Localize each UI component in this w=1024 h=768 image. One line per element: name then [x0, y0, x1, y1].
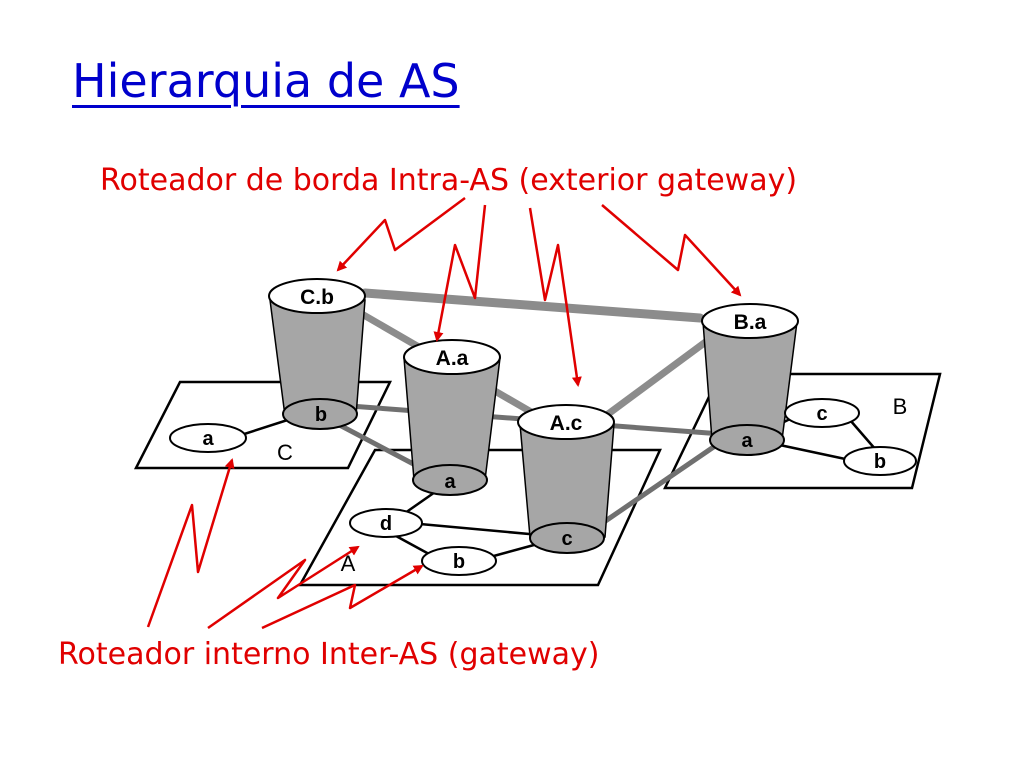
arrow-to-aa	[433, 204, 487, 342]
page-title: Hierarquia de AS	[72, 54, 460, 108]
gateway-ba-label: B.a	[734, 311, 767, 334]
link-cb-ba	[360, 288, 705, 323]
gateway-cb-label: C.b	[300, 286, 334, 309]
router-a-b: b	[421, 546, 497, 576]
gateway-ac: A.c c	[517, 404, 615, 554]
arrow-to-c-a	[146, 458, 235, 628]
router-c-b-label: b	[315, 404, 327, 426]
callout-arrows	[146, 196, 742, 630]
callout-internal-routers: Roteador interno Inter-AS (gateway)	[58, 637, 600, 672]
as-a-label: A	[341, 551, 356, 576]
gateway-aa-label: A.a	[436, 347, 469, 370]
router-a-a-label: a	[444, 471, 456, 493]
as-b-label: B	[893, 394, 908, 419]
callout-border-routers: Roteador de borda Intra-AS (exterior gat…	[100, 163, 798, 198]
router-c-a: a	[169, 423, 247, 453]
router-b-b-label: b	[874, 451, 886, 473]
router-a-b-label: b	[453, 551, 465, 573]
arrow-to-ac	[528, 207, 582, 387]
gateway-cb: C.b b	[268, 278, 366, 430]
router-a-d-label: d	[380, 513, 392, 535]
router-b-c: c	[784, 398, 860, 428]
link-a-d-c	[419, 522, 541, 537]
link-b-c-b	[849, 419, 877, 451]
as-c-label: C	[277, 440, 293, 465]
arrow-to-ba	[601, 204, 742, 297]
arrow-to-a-d	[207, 545, 360, 630]
link-ba-ac	[596, 331, 719, 424]
router-a-c-label: c	[561, 528, 572, 550]
router-b-c-label: c	[816, 403, 827, 425]
router-c-a-label: a	[202, 428, 214, 450]
router-b-a-label: a	[741, 430, 753, 452]
router-b-b: b	[843, 446, 917, 476]
gateway-ac-label: A.c	[550, 412, 583, 435]
link-b-a-b	[774, 442, 851, 462]
gateway-aa: A.a a	[403, 339, 501, 496]
arrow-to-cb	[336, 196, 466, 272]
gateway-ba: B.a a	[701, 303, 799, 456]
router-a-d: d	[349, 508, 423, 538]
arrow-to-a-b	[261, 564, 424, 630]
